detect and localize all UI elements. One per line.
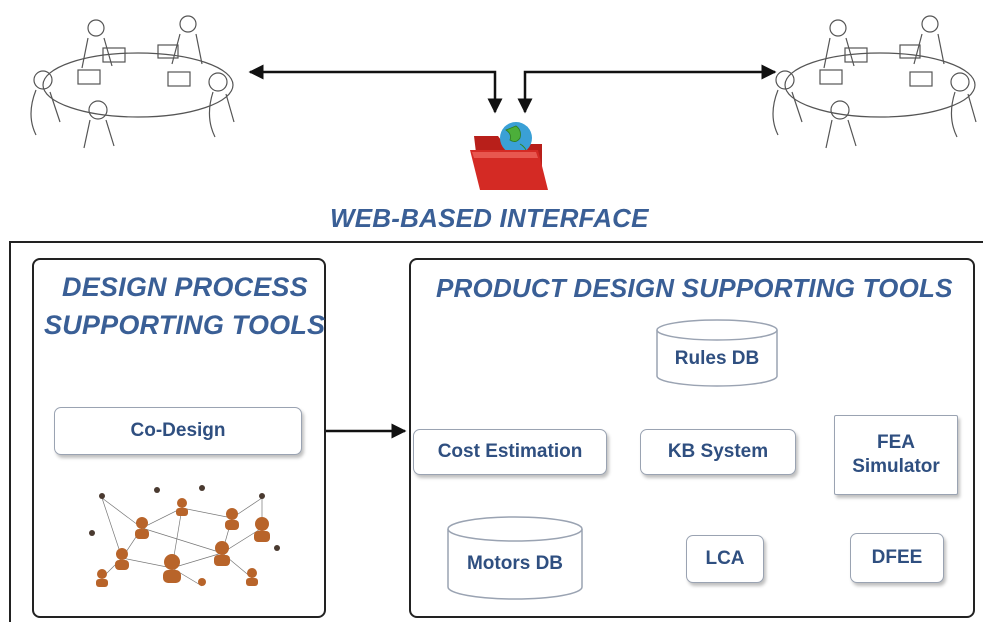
kb-system-node: KB System [640, 429, 796, 475]
motors-db-label: Motors DB [466, 553, 564, 574]
design-process-title-line1: DESIGN PROCESS [62, 272, 308, 302]
team-meeting-icon [30, 15, 235, 149]
dfee-node: DFEE [850, 533, 944, 583]
web-folder-globe-icon [470, 122, 548, 190]
web-based-interface-label: WEB-BASED INTERFACE [330, 203, 649, 233]
cost-estimation-node: Cost Estimation [413, 429, 607, 475]
product-design-title: PRODUCT DESIGN SUPPORTING TOOLS [436, 273, 953, 303]
fea-simulator-node: FEA Simulator [834, 415, 958, 495]
network-people-icon [89, 485, 280, 587]
arrow-right-team [517, 64, 777, 114]
team-meeting-icon [772, 15, 977, 149]
design-process-title-line2: SUPPORTING TOOLS [44, 310, 326, 340]
fea-label-line2: Simulator [852, 456, 940, 477]
co-design-node: Co-Design [54, 407, 302, 455]
arrow-left-to-folder [470, 70, 503, 114]
rules-db-cylinder: Rules DB [655, 318, 779, 388]
rules-db-label: Rules DB [674, 348, 760, 369]
lca-node: LCA [686, 535, 764, 583]
fea-label-line1: FEA [877, 432, 915, 453]
motors-db-cylinder: Motors DB [446, 515, 584, 601]
